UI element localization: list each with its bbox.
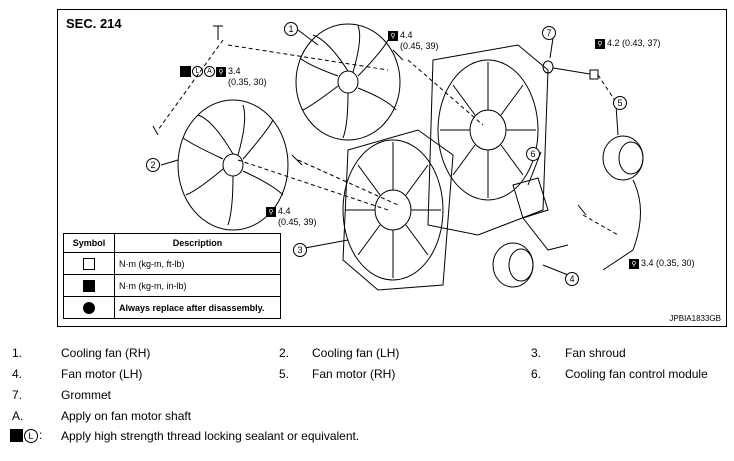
- motor-lh-upper-torque-value: 4.4 (0.45, 39): [400, 30, 439, 51]
- legend-number: 1.: [12, 346, 23, 360]
- symbol-header: Symbol: [63, 233, 115, 253]
- legend-text: Cooling fan (RH): [61, 346, 151, 360]
- symbol-table: Symbol Description N·m (kg-m, ft-lb) N·m…: [63, 233, 281, 319]
- callout-2: 2: [146, 158, 160, 172]
- torque-inlb-icon: [83, 279, 95, 292]
- torque-icon: ⚲: [595, 38, 605, 49]
- grommet-drawing: [542, 60, 599, 80]
- sealant-mark-l-icon: L: [192, 66, 203, 78]
- torque-icon: ⚲: [388, 30, 398, 41]
- legend-text: Cooling fan (LH): [312, 346, 400, 360]
- fan-shroud-drawing: [342, 129, 454, 291]
- symbol-description: Always replace after disassembly.: [114, 296, 281, 319]
- sealant-symbol: L:: [10, 428, 42, 443]
- legend-text: Cooling fan control module: [565, 367, 708, 381]
- sealant-pencil-icon: [10, 429, 23, 443]
- torque-icon: ⚲: [216, 66, 226, 77]
- legend-number: 3.: [531, 346, 542, 360]
- legend-text: Grommet: [61, 388, 112, 402]
- legend-number: 6.: [531, 367, 542, 381]
- motor-lh-lower-torque: ⚲4.4 (0.45, 39): [266, 206, 317, 228]
- torque-icon: ⚲: [629, 258, 639, 269]
- sealant-l-icon: L: [24, 428, 38, 443]
- note-a-mark-icon: A: [204, 66, 215, 78]
- grommet-bolt-torque-value: 4.2 (0.43, 37): [607, 38, 661, 48]
- legend-number: 5.: [279, 367, 290, 381]
- legend-number: 7.: [12, 388, 23, 402]
- symbol-description: N·m (kg-m, ft-lb): [114, 252, 281, 275]
- note-text: Apply high strength thread locking seala…: [61, 429, 360, 443]
- section-label: SEC. 214: [66, 16, 122, 31]
- callout-3: 3: [293, 243, 307, 257]
- callout-6: 6: [526, 147, 540, 161]
- cooling-fan-rh-drawing: [295, 23, 401, 141]
- symbol-description: N·m (kg-m, in-lb): [114, 274, 281, 297]
- callout-5: 5: [613, 96, 627, 110]
- fan-motor-lh-drawing: [492, 242, 534, 288]
- motor-rh-bolt-torque-value: 3.4 (0.35, 30): [641, 258, 695, 268]
- callout-7: 7: [542, 26, 556, 40]
- motor-lh-lower-torque-value: 4.4 (0.45, 39): [278, 206, 317, 227]
- grommet-bolt-torque: ⚲4.2 (0.43, 37): [595, 38, 661, 49]
- legend-text: Fan motor (LH): [61, 367, 143, 381]
- table-row: N·m (kg-m, in-lb): [63, 274, 281, 297]
- note-letter: A.: [12, 409, 24, 423]
- note-text: Apply on fan motor shaft: [61, 409, 192, 423]
- motor-rh-bolt-torque: ⚲3.4 (0.35, 30): [629, 258, 695, 269]
- legend-number: 2.: [279, 346, 290, 360]
- legend-text: Fan shroud: [565, 346, 626, 360]
- torque-nm-icon: [83, 257, 95, 270]
- table-row: N·m (kg-m, ft-lb): [63, 252, 281, 275]
- callout-4: 4: [565, 272, 579, 286]
- legend-number: 4.: [12, 367, 23, 381]
- description-header: Description: [114, 233, 281, 253]
- motor-lh-upper-torque: ⚲4.4 (0.45, 39): [388, 30, 439, 52]
- fan-motor-rh-drawing: [602, 135, 644, 271]
- upper-shroud-drawing: [427, 44, 549, 236]
- legend-text: Fan motor (RH): [312, 367, 396, 381]
- table-row: Always replace after disassembly.: [63, 296, 281, 319]
- torque-icon: ⚲: [266, 206, 276, 217]
- figure-id: JPBIA1833GB: [669, 314, 721, 323]
- cooling-fan-lh-drawing: [177, 99, 289, 231]
- sealant-icon: [180, 66, 191, 78]
- replace-icon: [83, 301, 95, 314]
- control-module-drawing: [512, 177, 569, 251]
- fan-screw-torque-value: 3.4 (0.35, 30): [228, 66, 267, 87]
- callout-1: 1: [284, 22, 298, 36]
